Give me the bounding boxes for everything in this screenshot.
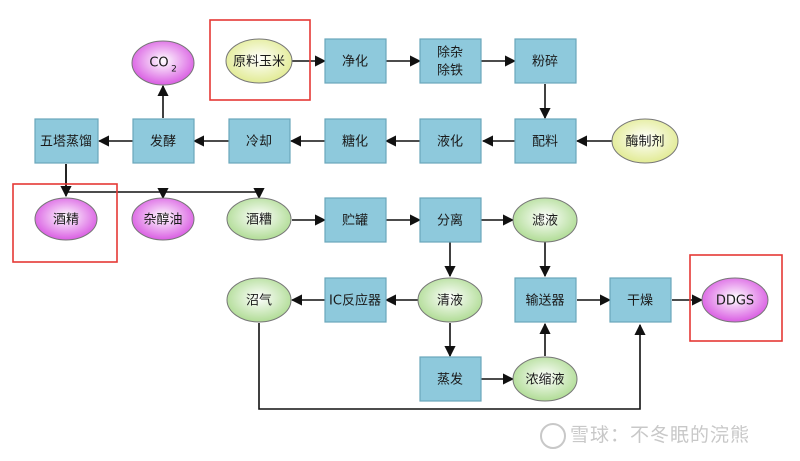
- label-raw-corn: 原料玉米: [233, 55, 285, 70]
- label-concentrate: 浓缩液: [525, 372, 564, 388]
- highlight-raw-corn: [209, 19, 311, 101]
- arrow-biogas-dry: [258, 323, 646, 410]
- box-dry: [609, 277, 672, 323]
- oval-enzyme: [611, 118, 679, 164]
- label-separate: 分离: [437, 213, 463, 229]
- label-impurity-line1: 除杂: [437, 46, 463, 61]
- ovals: [34, 38, 769, 402]
- label-mixing: 配料: [532, 135, 558, 150]
- box-mixing: [514, 118, 577, 164]
- label-ddgs: DDGS: [716, 294, 754, 309]
- label-co2: CO: [149, 56, 168, 71]
- label-enzyme: 酶制剂: [625, 134, 664, 150]
- label-purify: 净化: [342, 55, 368, 70]
- oval-grains: [226, 197, 292, 241]
- label-biogas: 沼气: [246, 293, 272, 309]
- process-boxes: [34, 38, 672, 402]
- oval-fusel: [131, 197, 195, 241]
- box-ic-reactor: [324, 277, 387, 323]
- box-liquefy: [419, 118, 482, 164]
- watermark-text: 雪球：不冬眠的浣熊: [570, 424, 751, 446]
- label-cool: 冷却: [246, 135, 272, 150]
- highlight-alcohol: [12, 183, 118, 263]
- connectors: [60, 55, 704, 410]
- box-crush: [514, 38, 577, 84]
- label-co2-subscript: 2: [171, 65, 177, 75]
- box-impurity-iron: [419, 38, 482, 84]
- label-five-tower: 五塔蒸馏: [40, 135, 92, 150]
- label-impurity-line2: 除铁: [437, 64, 463, 79]
- label-evaporate: 蒸发: [437, 372, 463, 388]
- label-crush: 粉碎: [532, 55, 558, 70]
- oval-clear-liquid: [417, 277, 483, 323]
- box-saccharify: [324, 118, 387, 164]
- label-ferment: 发酵: [150, 134, 176, 150]
- box-evaporate: [419, 356, 482, 402]
- oval-concentrate: [512, 356, 578, 402]
- box-separate: [419, 197, 482, 243]
- label-fusel: 杂醇油: [143, 212, 182, 228]
- label-alcohol: 酒精: [53, 213, 79, 228]
- label-liquefy: 液化: [437, 135, 463, 150]
- label-saccharify: 糖化: [342, 134, 368, 150]
- oval-raw-corn: [225, 38, 293, 84]
- label-grains: 酒糟: [246, 213, 272, 228]
- highlights: [12, 19, 783, 342]
- label-clear-liquid: 清液: [437, 294, 463, 309]
- label-filtrate: 滤液: [532, 214, 558, 229]
- oval-alcohol: [34, 197, 98, 241]
- label-ic-reactor: IC反应器: [329, 293, 381, 309]
- box-ferment: [132, 118, 195, 164]
- branch-five-tower: [65, 164, 259, 193]
- box-purify: [324, 38, 387, 84]
- oval-biogas: [226, 277, 292, 323]
- box-five-tower: [34, 118, 99, 164]
- oval-co2: [131, 40, 195, 86]
- watermark: 雪球：不冬眠的浣熊: [540, 420, 750, 449]
- label-storage-tank: 贮罐: [342, 214, 368, 229]
- box-storage-tank: [324, 197, 387, 243]
- highlight-ddgs: [689, 254, 783, 342]
- label-dry: 干燥: [627, 294, 653, 309]
- snowball-logo-icon: [540, 422, 566, 449]
- box-cool: [228, 118, 291, 164]
- oval-ddgs: [701, 277, 769, 323]
- oval-filtrate: [512, 197, 578, 243]
- label-conveyor: 输送器: [525, 293, 564, 309]
- box-conveyor: [514, 277, 577, 323]
- labels: 净化 除杂 除铁 粉碎 配料 液化 糖化 冷却 发酵 五塔蒸馏 贮罐 分离 输送…: [40, 46, 754, 388]
